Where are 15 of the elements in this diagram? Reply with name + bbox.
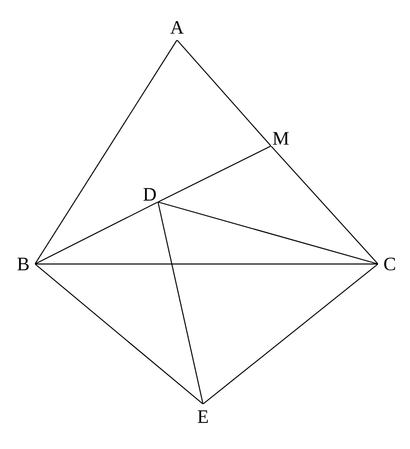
point-label: D	[143, 188, 156, 201]
point-label: M	[272, 132, 289, 145]
line-segment	[176, 40, 272, 146]
point-label: A	[170, 21, 184, 34]
line-segment	[158, 202, 204, 404]
line-segment	[34, 202, 158, 264]
line-segment	[158, 202, 378, 264]
line-segment	[34, 264, 204, 404]
line-segment	[270, 146, 378, 264]
point-label: B	[17, 258, 29, 270]
point-label: E	[198, 410, 208, 423]
line-segment	[158, 146, 272, 202]
line-segment	[34, 40, 178, 264]
line-segment	[202, 264, 378, 404]
point-label: C	[384, 258, 396, 270]
